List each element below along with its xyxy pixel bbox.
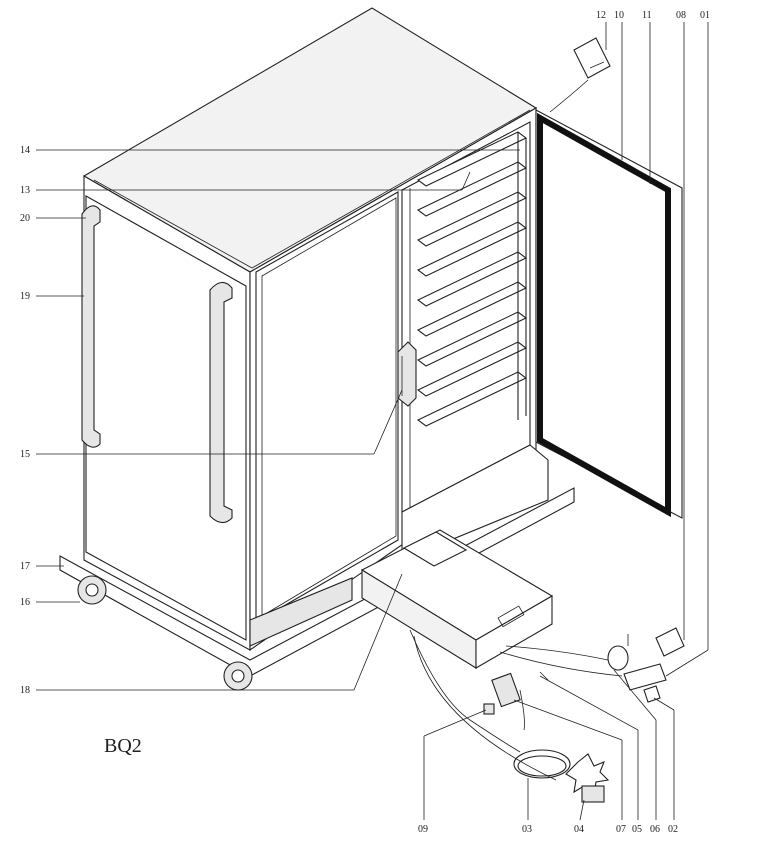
caster-rear: [223, 661, 253, 691]
label-11: 11: [642, 10, 652, 21]
leader-lines: [36, 22, 709, 821]
model-label: BQ2: [104, 735, 142, 757]
label-03: 03: [522, 824, 532, 835]
component-04-fan: [565, 753, 610, 803]
label-15: 15: [20, 449, 30, 460]
door-gasket: [537, 112, 671, 518]
label-16: 16: [20, 597, 30, 608]
component-02: [643, 685, 661, 703]
tray-slide-rails: [416, 131, 528, 427]
part-number-labels: 12 10 11 08 01 14 13 20 19 15 17 16 18 0…: [20, 10, 710, 835]
component-03-cable: [513, 749, 571, 779]
label-05: 05: [632, 824, 642, 835]
label-01: 01: [700, 10, 710, 21]
door-latch-15: [397, 341, 417, 407]
label-19: 19: [20, 291, 30, 302]
label-09: 09: [418, 824, 428, 835]
component-07: [491, 672, 521, 708]
label-07: 07: [616, 824, 626, 835]
label-18: 18: [20, 685, 30, 696]
heater-electrical-box-18: [360, 529, 554, 669]
front-right-door-open: [535, 109, 683, 519]
label-08: 08: [676, 10, 686, 21]
front-left-door: [255, 191, 399, 623]
hinge-12: [549, 37, 611, 113]
door-panel: [535, 109, 683, 519]
label-12: 12: [596, 10, 606, 21]
label-13: 13: [20, 185, 30, 196]
coil-sensor: [607, 634, 629, 671]
label-06: 06: [650, 824, 660, 835]
label-04: 04: [574, 824, 584, 835]
component-01: [623, 663, 667, 691]
handle-20-19: [81, 205, 101, 448]
handle-center: [209, 281, 233, 524]
component-09: [483, 703, 495, 715]
label-10: 10: [614, 10, 624, 21]
label-17: 17: [20, 561, 30, 572]
cabinet-interior: [401, 121, 549, 561]
caster-16: [77, 575, 107, 605]
base-bumper-17: [59, 487, 575, 677]
label-02: 02: [668, 824, 678, 835]
label-20: 20: [20, 213, 30, 224]
component-08: [655, 627, 685, 657]
label-14: 14: [20, 145, 30, 156]
